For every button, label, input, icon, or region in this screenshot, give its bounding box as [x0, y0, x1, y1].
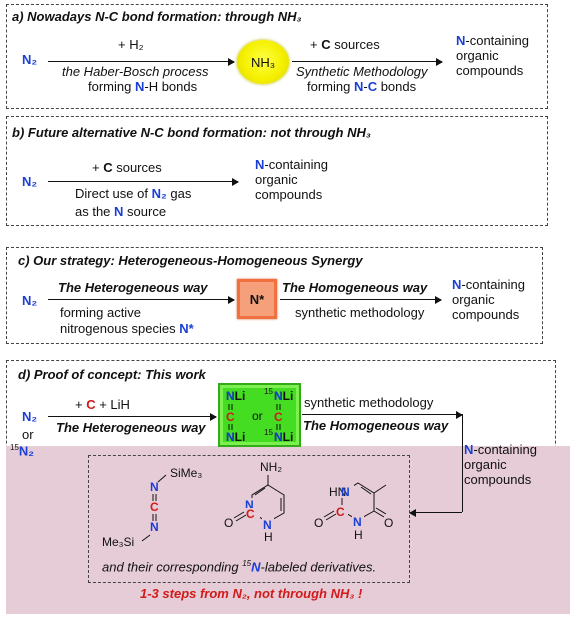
mol2-nh: N: [263, 518, 272, 532]
nh3-node: NH₃: [237, 40, 289, 84]
panel-c-n2: N₂: [22, 293, 38, 308]
panel-b-as-source: as the N source: [75, 204, 167, 219]
panel-a-forming: forming N-H bonds: [88, 79, 198, 94]
mol1-c: C: [150, 500, 159, 514]
panel-d-homo-label: The Homogeneous way: [303, 418, 449, 433]
panel-d-connector-arrow: [410, 512, 462, 513]
mol3-n: N: [353, 515, 362, 529]
mol1-n-top: N: [150, 480, 159, 494]
box-sup-bottom: 15: [264, 428, 273, 437]
green-box: [218, 383, 301, 447]
mol2-c: C: [246, 507, 255, 521]
box-sup-top: 15: [264, 387, 273, 396]
mol3-o-right: O: [384, 516, 393, 530]
panel-d-n2-15: 15N₂: [10, 443, 35, 459]
molecules-box: [88, 455, 410, 583]
panel-c-nitrogenous: nitrogenous species N*: [60, 321, 194, 336]
svg-text:N: N: [274, 430, 283, 444]
panel-d-arrow2: [302, 411, 463, 419]
panel-a-process: the Haber-Bosch process: [62, 64, 209, 79]
panel-d-footer: 1-3 steps from N₂, not through NH₃ !: [140, 586, 363, 601]
panel-d-connector-down: [462, 414, 463, 512]
mol1-me3si: Me₃Si: [102, 535, 134, 549]
panel-d-n2: N₂: [22, 409, 38, 424]
mol2-h: H: [264, 530, 273, 544]
panel-d-hetero-label: The Heterogeneous way: [56, 420, 206, 435]
box-nli-bottom-right: NLi: [274, 430, 293, 444]
box-nli-top-left: NLi: [226, 389, 245, 403]
box-c-right: C: [274, 410, 283, 424]
panel-a: [6, 4, 548, 109]
panel-d-derivatives: and their corresponding 15N-labeled deri…: [102, 559, 377, 575]
panel-d-reagent: + C + LiH: [75, 397, 130, 412]
panel-c-arrow1: [48, 296, 235, 304]
panel-a-reagent2: + C sources: [310, 37, 380, 52]
panel-c-arrow2: [280, 296, 442, 304]
panel-b-heading: b) Future alternative N-C bond formation…: [12, 125, 371, 140]
nh3-label: NH₃: [250, 54, 276, 70]
mol1-n-bottom: N: [150, 520, 159, 534]
panel-c-synthetic: synthetic methodology: [295, 305, 425, 320]
panel-b: [6, 116, 548, 226]
panel-a-n2: N₂: [22, 52, 38, 67]
panel-d-heading: d) Proof of concept: This work: [18, 367, 206, 382]
svg-text:N: N: [226, 389, 235, 403]
svg-text:N: N: [274, 389, 283, 403]
nstar-box: N*: [237, 279, 277, 319]
molecule-structures: SiMe₃ N C N Me₃Si NH₂ N C O N H HN N C O…: [102, 460, 393, 549]
panel-c-hetero-label: The Heterogeneous way: [58, 280, 208, 295]
box-or: or: [252, 409, 263, 423]
mol3-c: C: [336, 505, 345, 519]
mol2-nh2: NH₂: [260, 460, 282, 474]
green-box-structures: NLi N C NLi N or 15 NLi N C 15 NLi N: [226, 387, 293, 444]
box-c-left: C: [226, 410, 235, 424]
panel-d-synthetic: synthetic methodology: [304, 395, 434, 410]
mol3-o-left: O: [314, 516, 323, 530]
panel-d-or: or: [22, 427, 34, 442]
svg-text:N: N: [226, 430, 235, 444]
panel-c-forming-active: forming active: [60, 305, 141, 320]
mol2-n: N: [245, 498, 254, 512]
panel-d-arrow1: [48, 413, 217, 421]
panel-c: [6, 247, 543, 344]
nstar-box-label: N*: [249, 291, 265, 307]
panel-c-homo-label: The Homogeneous way: [282, 280, 428, 295]
panel-c-heading: c) Our strategy: Heterogeneous-Homogeneo…: [18, 253, 363, 268]
box-nli-top-right: NLi: [274, 389, 293, 403]
panel-d-pink-area: [6, 446, 570, 614]
panel-b-arrow: [48, 178, 239, 186]
panel-a-arrow2: [292, 58, 443, 66]
box-nli-bottom-left: NLi: [226, 430, 245, 444]
mol1-sime3: SiMe₃: [170, 466, 202, 480]
panel-a-heading: a) Nowadays N-C bond formation: through …: [12, 9, 302, 24]
panel-a-arrow1: [48, 58, 235, 66]
panel-b-n2: N₂: [22, 174, 38, 189]
panel-a-reagent1: + H₂: [118, 37, 144, 52]
mol2-o: O: [224, 516, 233, 530]
svg-text:N: N: [341, 485, 350, 499]
panel-a-method: Synthetic Methodology: [296, 64, 428, 79]
mol3-hn: HN: [329, 485, 346, 499]
panel-a-forming2: forming N-C bonds: [307, 79, 417, 94]
panel-b-direct: Direct use of N₂ gas: [75, 186, 192, 201]
panel-b-reagent: + C sources: [92, 160, 162, 175]
mol3-h: H: [354, 528, 363, 542]
